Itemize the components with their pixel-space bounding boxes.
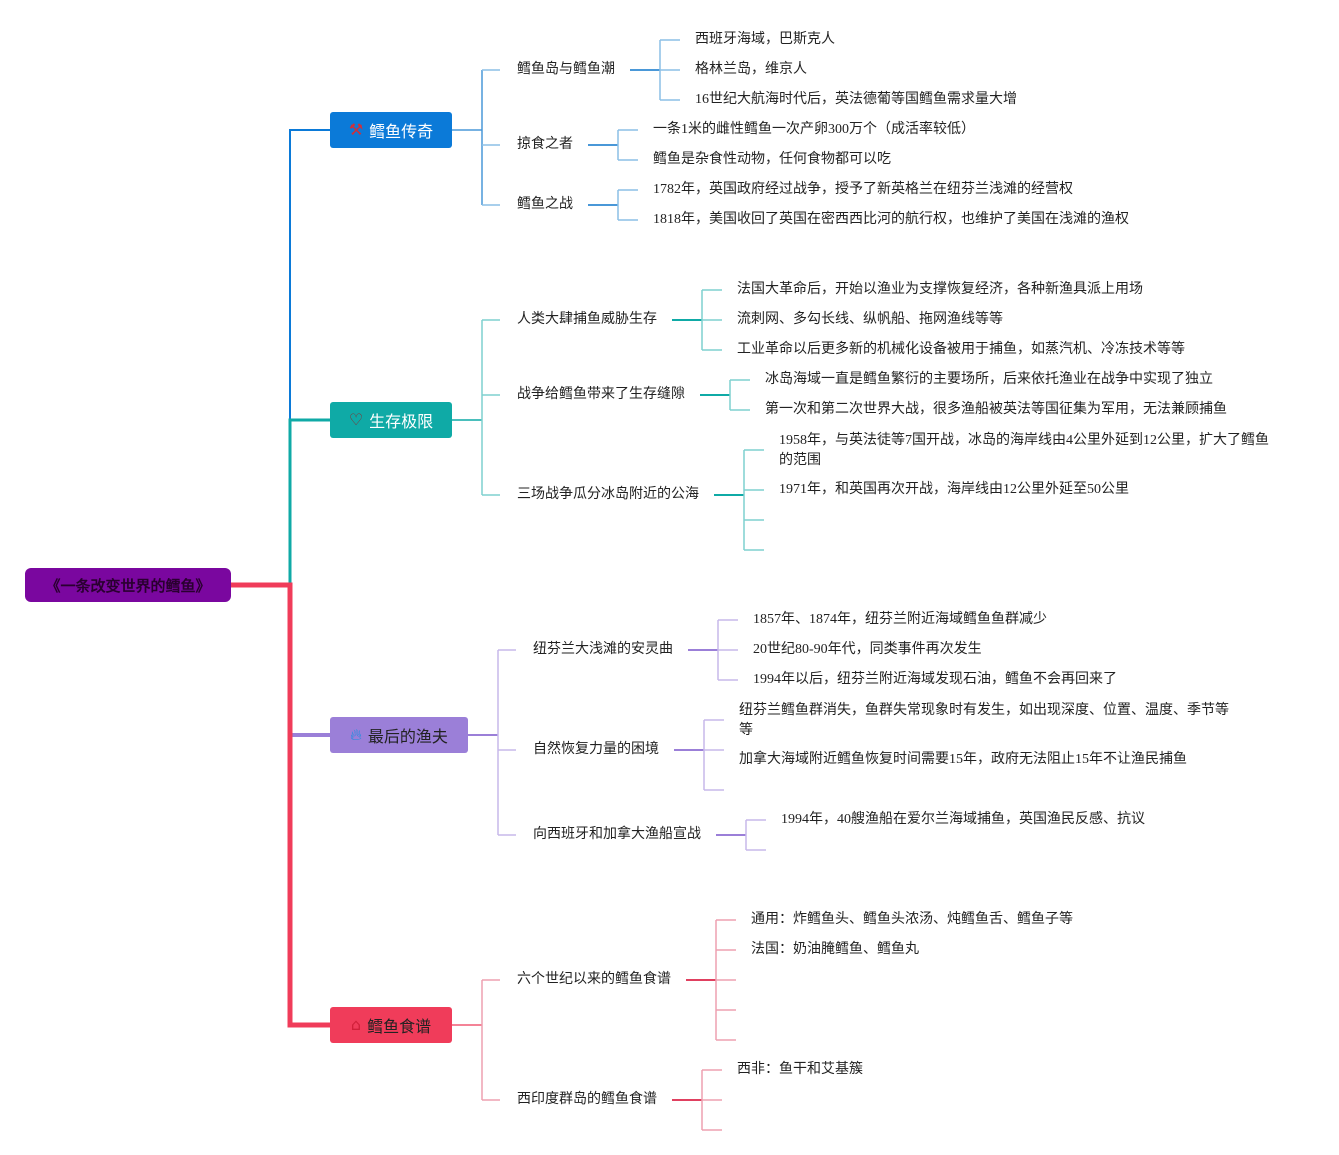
branch-node-recipe[interactable]: ⌂ 鳕鱼食谱: [330, 1007, 452, 1043]
detail-item[interactable]: 1971年，和英国再次开战，海岸线由12公里外延至50公里: [779, 482, 1129, 497]
branch-label: 生存极限: [369, 412, 434, 431]
branch-node-survival[interactable]: ♡ 生存极限: [330, 402, 452, 438]
detail-item[interactable]: 流刺网、多勾长线、纵帆船、拖网渔线等等: [737, 312, 1003, 327]
detail-item[interactable]: 第一次和第二次世界大战，很多渔船被英法等国征集为军用，无法兼顾捕鱼: [765, 402, 1227, 417]
branch-label: 最后的渔夫: [367, 727, 448, 746]
subtopic[interactable]: 西印度群岛的鳕鱼食谱: [517, 1092, 657, 1107]
detail-item[interactable]: 1818年，美国收回了英国在密西西比河的航行权，也维护了美国在浅滩的渔权: [653, 212, 1129, 227]
subtopic[interactable]: 人类大肆捕鱼威胁生存: [517, 312, 657, 327]
branch-node-fisherman[interactable]: 🔥︎ 最后的渔夫: [330, 717, 468, 753]
detail-item[interactable]: 西非：鱼干和艾基簇: [737, 1062, 863, 1077]
heart-icon: ♡: [348, 410, 364, 429]
root-label: 《一条改变世界的鳕鱼》: [45, 576, 211, 595]
subtopic[interactable]: 掠食之者: [517, 137, 573, 152]
detail-item[interactable]: 法国：奶油腌鳕鱼、鳕鱼丸: [751, 942, 919, 957]
detail-item[interactable]: 格林兰岛，维京人: [695, 62, 807, 77]
detail-item[interactable]: 1782年，英国政府经过战争，授予了新英格兰在纽芬兰浅滩的经营权: [653, 182, 1073, 197]
branch-node-legend[interactable]: ⚒ 鳕鱼传奇: [330, 112, 452, 148]
detail-item[interactable]: 纽芬兰鳕鱼群消失，鱼群失常现象时有发生，如出现深度、位置、温度、季节等等: [739, 703, 1229, 738]
subtopic[interactable]: 战争给鳕鱼带来了生存缝隙: [517, 387, 685, 402]
branch-label: 鳕鱼传奇: [369, 122, 434, 141]
detail-item[interactable]: 西班牙海域，巴斯克人: [695, 32, 835, 47]
home-icon: ⌂: [350, 1015, 362, 1034]
detail-item[interactable]: 通用：炸鳕鱼头、鳕鱼头浓汤、炖鳕鱼舌、鳕鱼子等: [751, 912, 1073, 927]
detail-item[interactable]: 1994年，40艘渔船在爱尔兰海域捕鱼，英国渔民反感、抗议: [781, 812, 1145, 827]
subtopic[interactable]: 三场战争瓜分冰岛附近的公海: [517, 487, 699, 502]
detail-item[interactable]: 20世纪80-90年代，同类事件再次发生: [753, 642, 982, 657]
detail-item[interactable]: 1857年、1874年，纽芬兰附近海域鳕鱼鱼群减少: [753, 612, 1047, 627]
subtopic[interactable]: 六个世纪以来的鳕鱼食谱: [517, 972, 671, 987]
branch-label: 鳕鱼食谱: [367, 1017, 432, 1036]
detail-item[interactable]: 1994年以后，纽芬兰附近海域发现石油，鳕鱼不会再回来了: [753, 672, 1117, 687]
detail-item[interactable]: 加拿大海域附近鳕鱼恢复时间需要15年，政府无法阻止15年不让渔民捕鱼: [739, 752, 1187, 767]
tools-icon: ⚒: [348, 120, 364, 139]
flame-icon: 🔥︎: [350, 725, 362, 744]
detail-item[interactable]: 一条1米的雌性鳕鱼一次产卵300万个（成活率较低）: [653, 122, 975, 137]
subtopic[interactable]: 向西班牙和加拿大渔船宣战: [533, 827, 701, 842]
detail-item[interactable]: 16世纪大航海时代后，英法德葡等国鳕鱼需求量大增: [695, 92, 1017, 107]
subtopic[interactable]: 鳕鱼之战: [517, 197, 573, 212]
detail-item[interactable]: 1958年，与英法徒等7国开战，冰岛的海岸线由4公里外延到12公里，扩大了鳕鱼的…: [779, 433, 1269, 468]
detail-item[interactable]: 工业革命以后更多新的机械化设备被用于捕鱼，如蒸汽机、冷冻技术等等: [737, 342, 1185, 357]
detail-item[interactable]: 鳕鱼是杂食性动物，任何食物都可以吃: [653, 152, 891, 167]
subtopic[interactable]: 纽芬兰大浅滩的安灵曲: [533, 642, 673, 657]
subtopic[interactable]: 鳕鱼岛与鳕鱼潮: [517, 62, 615, 77]
detail-item[interactable]: 冰岛海域一直是鳕鱼繁衍的主要场所，后来依托渔业在战争中实现了独立: [765, 372, 1213, 387]
root-node[interactable]: 《一条改变世界的鳕鱼》: [25, 568, 231, 602]
subtopic[interactable]: 自然恢复力量的困境: [533, 742, 659, 757]
detail-item[interactable]: 法国大革命后，开始以渔业为支撑恢复经济，各种新渔具派上用场: [737, 282, 1143, 297]
